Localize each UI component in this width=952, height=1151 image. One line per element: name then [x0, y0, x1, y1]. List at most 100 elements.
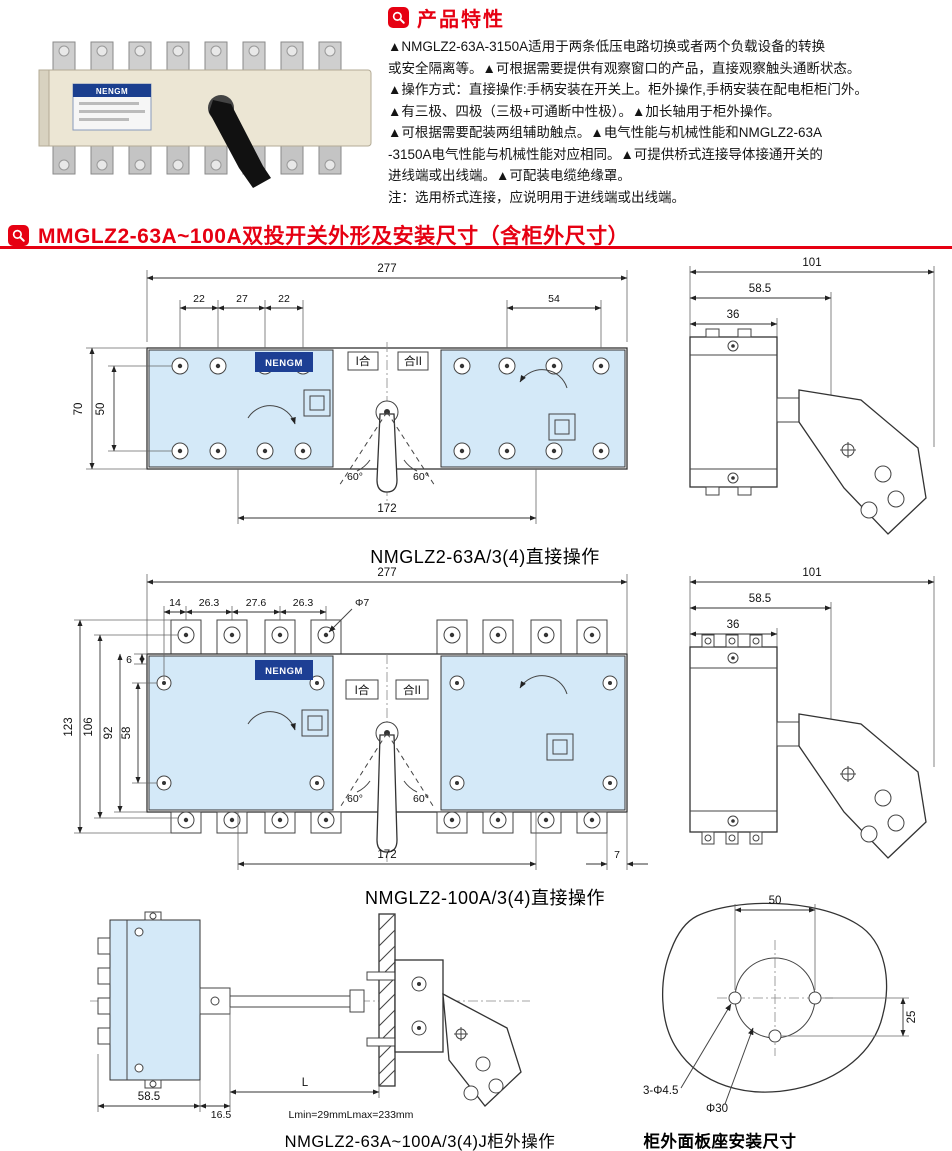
drawing-63a-side: 101 58.5 36	[676, 252, 952, 548]
dim-overall-width: 277	[377, 263, 396, 275]
rotation-arrow-icon	[519, 675, 568, 695]
feature-line: -3150A电气性能与机械性能对应相同。▲可提供桥式连接导体接通开关的	[388, 146, 823, 162]
dim-overall-width: 277	[377, 567, 396, 579]
shaft-length-note: Lmin=29mmLmax=233mm	[289, 1109, 414, 1121]
dim-height: 70	[73, 403, 85, 416]
caption-63a: NMGLZ2-63A/3(4)直接操作	[370, 547, 600, 567]
drawing-63a-front: NENGM I合 合II 60° 60°	[52, 252, 664, 548]
dim-depth-total: 101	[802, 567, 821, 579]
panel-base-plate	[661, 902, 888, 1093]
features-title: 产品特性	[417, 8, 505, 31]
section-header: MMGLZ2-63A~100A双投开关外形及安装尺寸（含柜外尺寸）	[8, 220, 629, 250]
panel-base-and-handle	[394, 959, 522, 1107]
switch-side-assembly	[90, 911, 530, 1089]
dim-terminal-pitch: 27	[236, 293, 248, 305]
handle	[376, 734, 398, 853]
dim-depth-mid: 58.5	[749, 283, 771, 295]
dim-hole-spacing: 50	[95, 403, 107, 416]
feature-line: ▲可根据需要配装两组辅助触点。▲电气性能与机械性能和NMGLZ2-63A	[388, 125, 822, 140]
drawing-100a-front: NENGM I合 合II 60° 60°	[52, 562, 664, 880]
dim-body-depth: 58.5	[138, 1091, 160, 1103]
switch-63a-side-body	[689, 328, 927, 535]
dim-hole-spacing: 58	[121, 727, 133, 740]
angle-label: 60°	[413, 793, 429, 805]
dim-hole-diameter: Φ7	[355, 597, 369, 609]
rotation-arrow-icon	[247, 711, 296, 731]
dim-offset: 6	[126, 654, 132, 666]
features-block: 产品特性 ▲NMGLZ2-63A-3150A适用于两条低压电路切换或者两个负载设…	[388, 4, 948, 208]
angle-label: 60°	[413, 471, 429, 483]
dim-depth-total: 101	[802, 257, 821, 269]
product-photo-illustration: NENGM	[38, 41, 372, 188]
dim-lug-pitch: 14	[169, 597, 181, 609]
feature-line: ▲操作方式：直接操作:手柄安装在开关上。柜外操作,手柄安装在配电柜柜门外。	[388, 82, 868, 97]
switch-100a-side-body	[689, 634, 927, 859]
dim-edge-offset: 7	[614, 849, 620, 861]
caption-cabinet-operation: NMGLZ2-63A~100A/3(4)J柜外操作	[284, 1133, 556, 1151]
dim-coupling-length: 16.5	[211, 1109, 232, 1121]
position-2-label: 合II	[403, 683, 421, 697]
dim-depth-mid: 58.5	[749, 593, 771, 605]
feature-line: 进线端或出线端。▲可配装电缆绝缘罩。	[388, 168, 631, 183]
dimensions-cabinet: L 58.5 16.5 Lmin=29mmLmax=233mm	[97, 1007, 414, 1121]
dim-lug-pitch: 27.6	[246, 597, 267, 609]
brand-label: NENGM	[265, 358, 303, 369]
photo-body: NENGM	[38, 69, 372, 147]
dim-hole-spacing: 50	[769, 895, 782, 907]
feature-line: 注：选用桥式连接，应说明用于进线端或出线端。	[388, 189, 685, 205]
product-photo: NENGM	[25, 18, 385, 200]
photo-brand-label: NENGM	[96, 87, 128, 96]
caption-100a: NMGLZ2-100A/3(4)直接操作	[364, 888, 606, 908]
drawing-cabinet-operation: L 58.5 16.5 Lmin=29mmLmax=233mm	[75, 906, 605, 1121]
position-2-label: 合II	[404, 354, 422, 368]
dim-body-height: 92	[103, 727, 115, 740]
mounting-holes	[156, 675, 618, 791]
dim-lug-pitch: 26.3	[293, 597, 314, 609]
section-underline	[0, 246, 952, 249]
dim-terminal-pitch: 22	[278, 293, 290, 305]
dim-depth-body: 36	[727, 619, 740, 631]
dim-hole-offset: 25	[906, 1011, 918, 1024]
position-1-label: I合	[356, 354, 371, 368]
dim-height-total: 123	[63, 717, 75, 736]
features-text: ▲NMGLZ2-63A-3150A适用于两条低压电路切换或者两个负载设备的转换 …	[388, 36, 948, 208]
dimensions-63a-side: 101 58.5 36	[689, 257, 935, 447]
feature-line: ▲NMGLZ2-63A-3150A适用于两条低压电路切换或者两个负载设备的转换	[388, 39, 826, 54]
angle-label: 60°	[347, 471, 363, 483]
section-title: MMGLZ2-63A~100A双投开关外形及安装尺寸（含柜外尺寸）	[38, 225, 630, 248]
top-lugs	[170, 619, 608, 655]
angle-label: 60°	[347, 793, 363, 805]
bottom-lugs	[170, 811, 608, 834]
switch-63a-body: NENGM I合 合II 60° 60°	[146, 342, 628, 504]
magnifier-icon	[388, 6, 409, 28]
brand-label: NENGM	[265, 666, 303, 677]
rotation-arrow-icon	[519, 369, 568, 389]
magnifier-icon	[8, 224, 29, 246]
features-header: 产品特性	[388, 4, 948, 31]
dim-mounting-spacing: 172	[377, 849, 396, 861]
dimensions-100a-side: 101 58.5 36	[689, 567, 935, 767]
dim-terminal-pitch: 54	[548, 293, 560, 305]
dim-depth-body: 36	[727, 309, 740, 321]
feature-line: 或安全隔离等。▲可根据需要提供有观察窗口的产品，直接观察触头通断状态。	[388, 60, 861, 76]
center-hole-label: Φ30	[706, 1103, 728, 1115]
dim-lug-hole-spacing: 106	[83, 717, 95, 736]
dim-mounting-spacing: 172	[377, 503, 396, 515]
photo-handle	[208, 95, 271, 188]
rotation-arrow-icon	[247, 405, 296, 425]
drawing-panel-base: 50 25 3-Φ4.5 Φ30	[625, 890, 935, 1118]
switch-100a-body: NENGM I合 合II 60° 60°	[146, 619, 628, 862]
dim-lug-pitch: 26.3	[199, 597, 220, 609]
mounting-holes-label: 3-Φ4.5	[643, 1085, 678, 1097]
position-1-label: I合	[355, 683, 370, 697]
handle-bracket	[442, 992, 522, 1107]
handle	[376, 413, 398, 493]
caption-panel-base: 柜外面板座安装尺寸	[643, 1133, 797, 1151]
dimensions-63a: 277 22 27 22 54 70 50 172	[73, 263, 628, 524]
feature-line: ▲有三极、四极（三极+可通断中性极）。▲加长轴用于柜外操作。	[388, 103, 781, 119]
dim-terminal-pitch: 22	[193, 293, 205, 305]
dimensions-100a: 277 14 26.3 27.6 26.3 Φ7 6 123	[63, 567, 648, 870]
dim-shaft-length: L	[302, 1077, 309, 1089]
dimensions-panel-base: 50 25 3-Φ4.5 Φ30	[643, 895, 918, 1115]
